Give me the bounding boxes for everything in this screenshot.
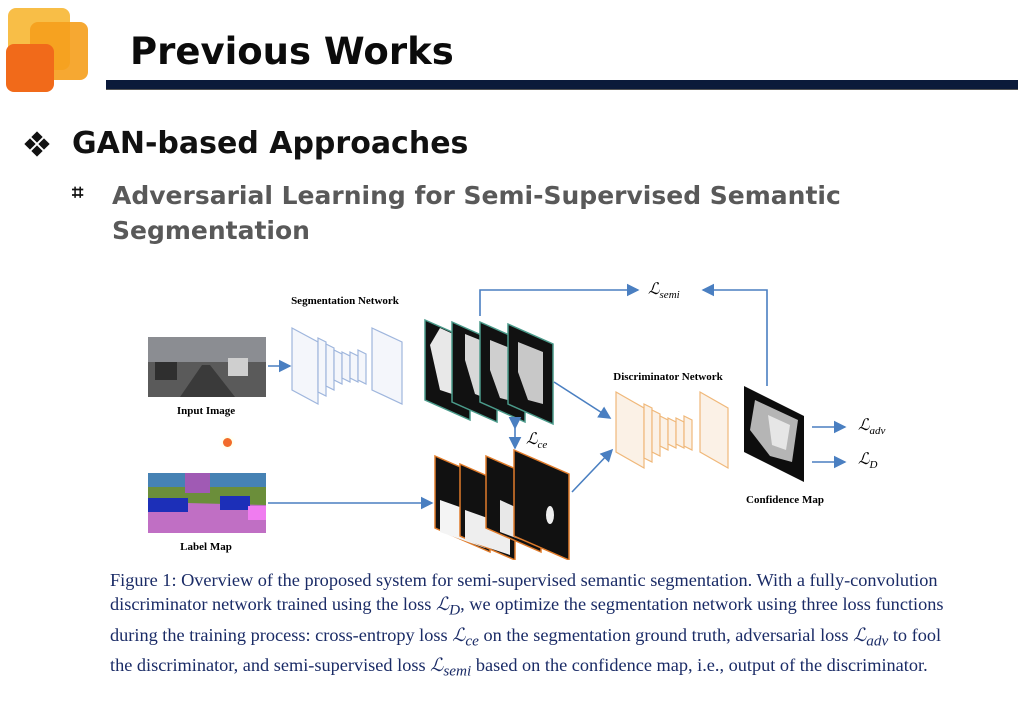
four-diamond-bullet-icon (24, 130, 50, 157)
system-overview-diagram: Input Image Label Map Segmentation Netwo… (148, 281, 886, 560)
loss-d-label: ℒD (858, 451, 878, 471)
segmentation-network-label: Segmentation Network (291, 295, 400, 307)
discriminator-network-label: Discriminator Network (613, 371, 723, 383)
figure-caption: Figure 1: Overview of the proposed syste… (110, 570, 944, 680)
discriminator-network-blocks (615, 390, 729, 470)
logo (4, 4, 100, 100)
hash-bullet-icon: ⌗ (72, 180, 84, 204)
slide-title: Previous Works (130, 30, 454, 73)
segmentation-network-blocks (291, 326, 403, 406)
bullet-level1: GAN-based Approaches (24, 126, 469, 161)
bullet-level1-text: GAN-based Approaches (72, 126, 469, 161)
input-image (148, 337, 266, 397)
confidence-map-label: Confidence Map (746, 494, 824, 506)
segmentation-output-stack (424, 318, 554, 426)
loss-adv-label: ℒadv (858, 417, 886, 437)
confidence-map (744, 386, 804, 482)
input-image-label: Input Image (177, 405, 235, 417)
logo-square-orange (6, 44, 54, 92)
bullet-level2-text: Adversarial Learning for Semi-Supervised… (112, 178, 912, 248)
loss-ce-label: ℒce (526, 431, 547, 451)
loss-semi-label: ℒsemi (648, 281, 680, 301)
label-onehot-stack (434, 448, 570, 560)
pointer-highlight (223, 438, 232, 447)
title-underline (106, 80, 1018, 90)
bullet-level2-line2: Segmentation (112, 216, 310, 245)
bullet-level2: ⌗ Adversarial Learning for Semi-Supervis… (72, 178, 912, 248)
bullet-level2-line1: Adversarial Learning for Semi-Supervised… (112, 181, 841, 210)
label-map (148, 473, 266, 533)
label-map-label: Label Map (180, 541, 232, 553)
